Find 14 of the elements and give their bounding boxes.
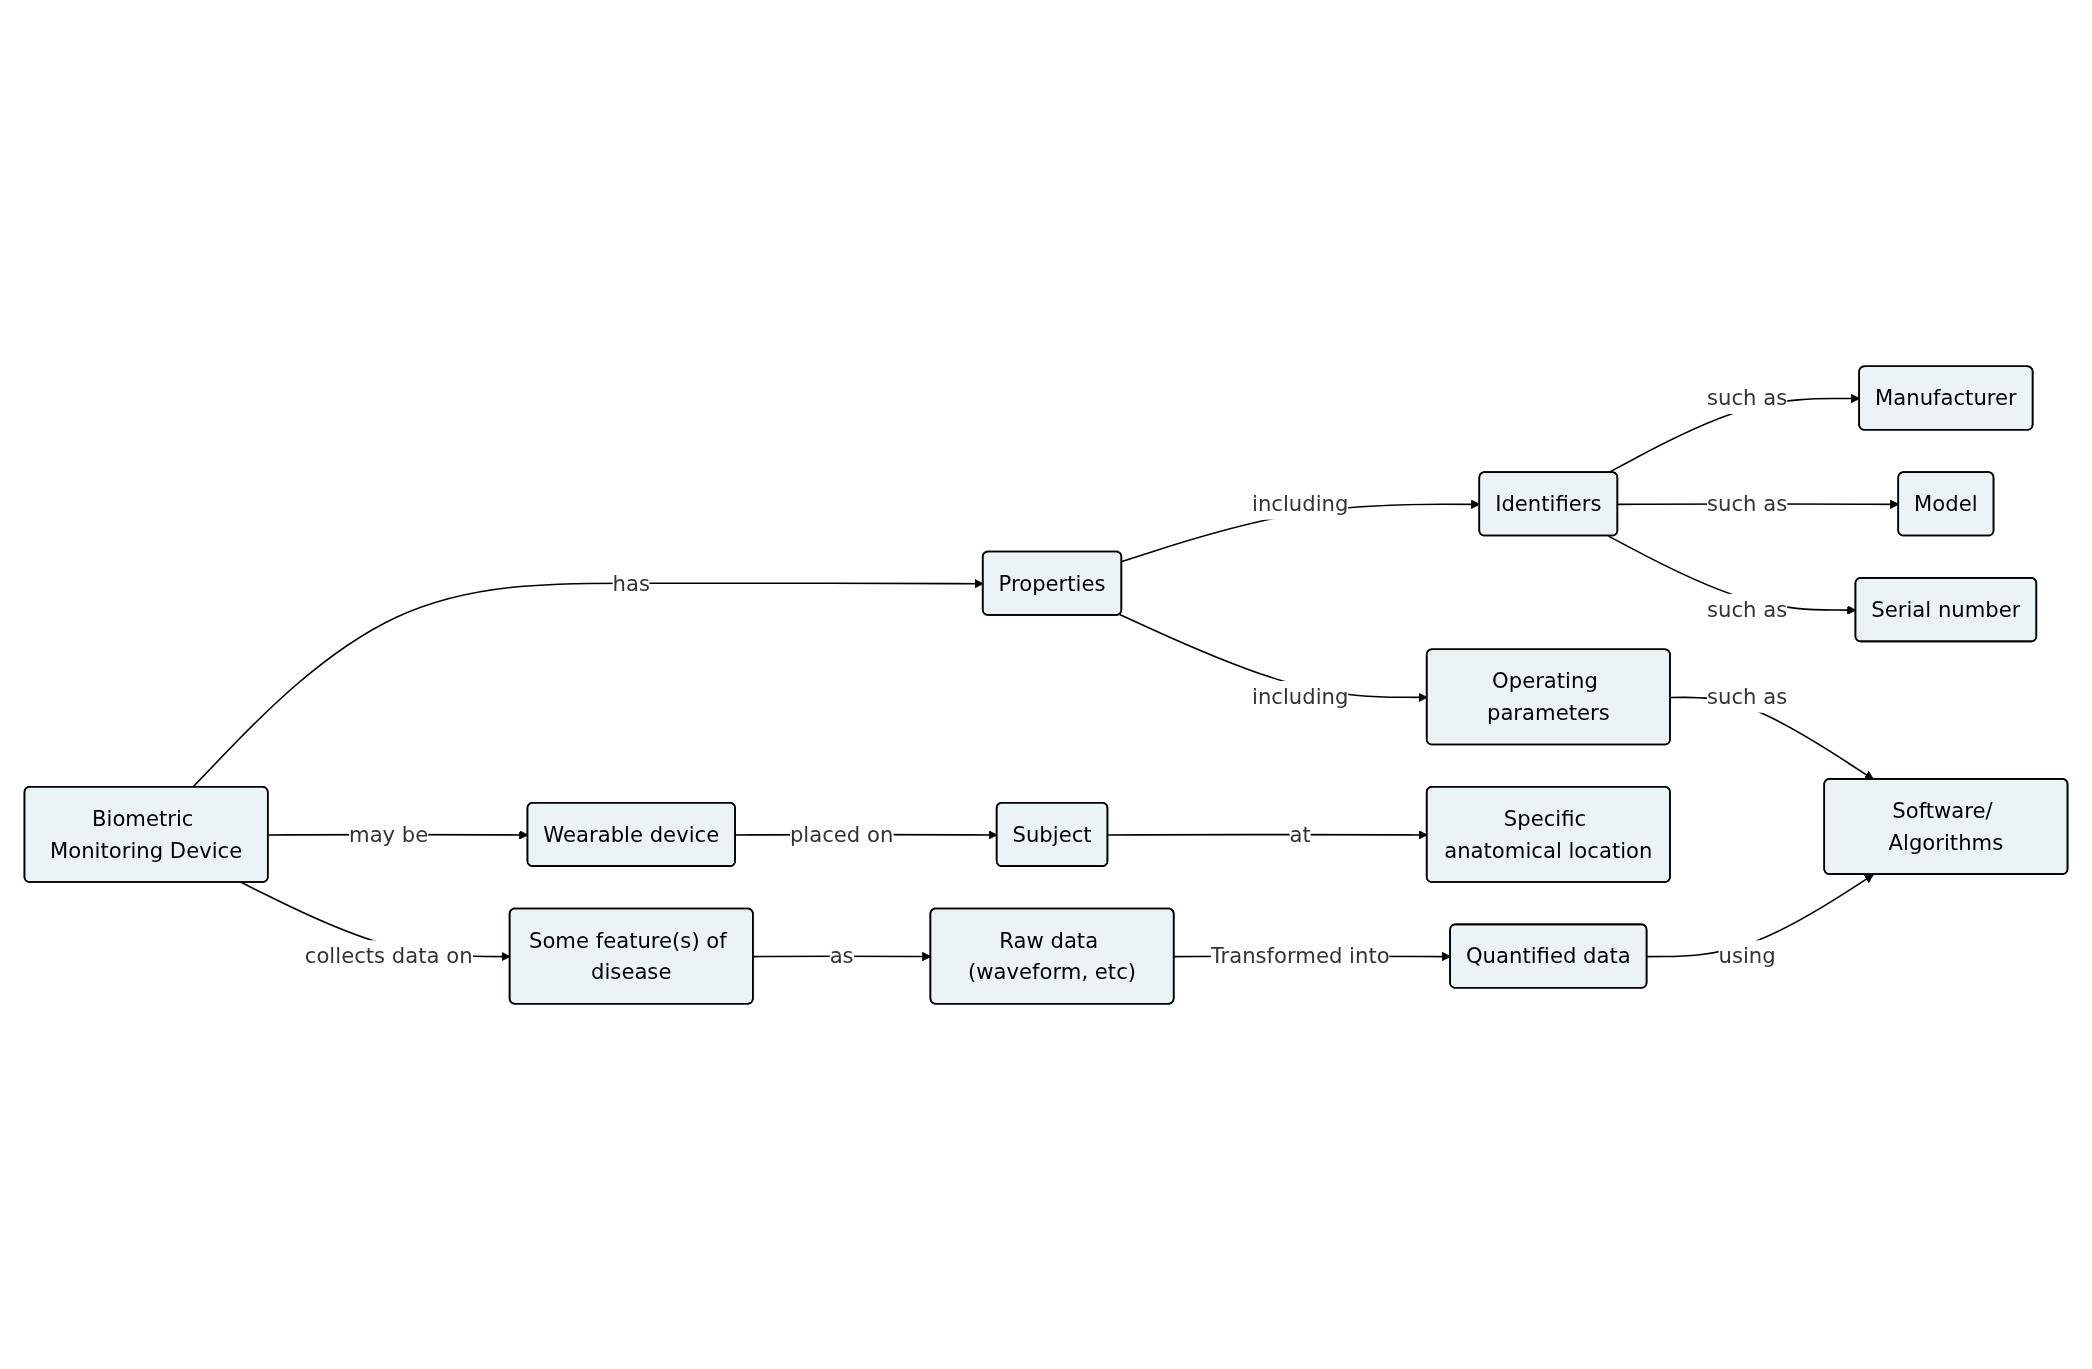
- edge-label: such as: [1707, 683, 1788, 710]
- edge-label: has: [612, 569, 650, 596]
- edge-label: collects data on: [304, 942, 473, 969]
- edge-label: may be: [349, 821, 429, 847]
- edge-label: at: [1289, 821, 1311, 847]
- edge-label: placed on: [789, 821, 894, 847]
- edge-label: such as: [1707, 490, 1788, 517]
- edge-label: such as: [1707, 596, 1788, 622]
- edge-label: using: [1718, 942, 1776, 969]
- edge-label: as: [829, 942, 854, 969]
- edge-label: Transformed into: [1210, 942, 1390, 969]
- edge-label: including: [1252, 490, 1349, 517]
- edge-label: including: [1252, 683, 1349, 710]
- edge-label: such as: [1707, 384, 1788, 411]
